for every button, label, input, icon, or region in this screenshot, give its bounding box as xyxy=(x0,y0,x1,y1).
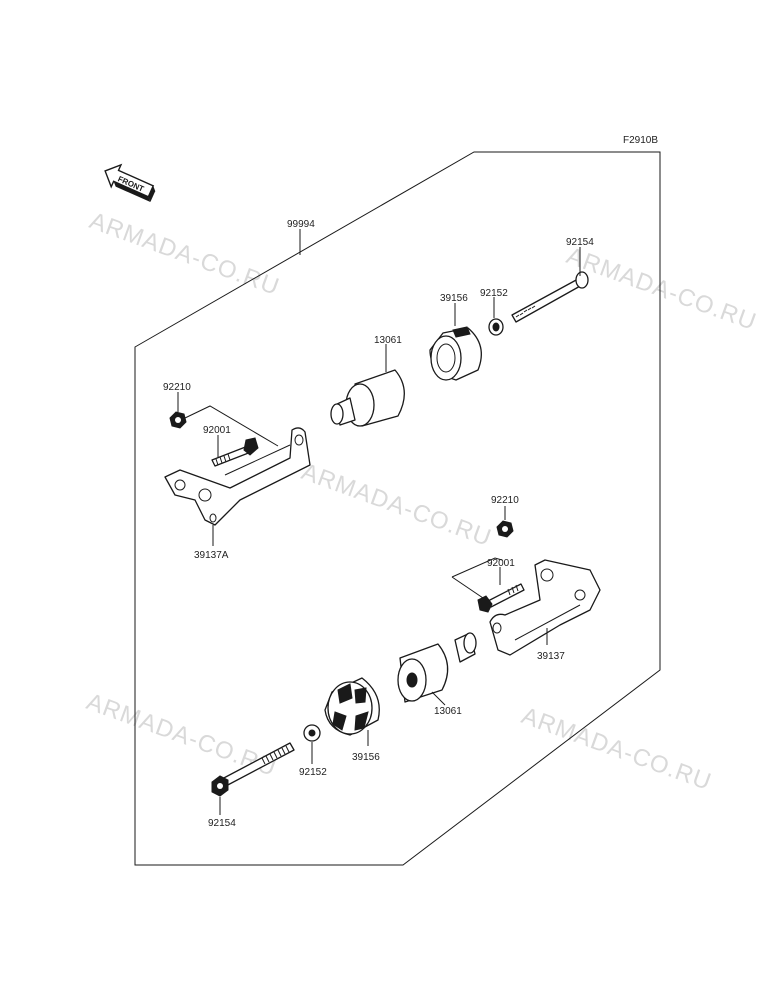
watermark-1: ARMADA-CO.RU xyxy=(86,207,283,301)
label-washer-top: 92152 xyxy=(480,288,508,299)
watermark-2: ARMADA-CO.RU xyxy=(563,242,760,336)
leaders-top xyxy=(177,229,581,546)
slider-cap-bottom xyxy=(324,677,380,736)
watermark-3: ARMADA-CO.RU xyxy=(298,458,495,552)
label-bracket-right: 39137 xyxy=(537,651,565,662)
spacer-bottom xyxy=(397,632,477,703)
label-washer-bottom: 92152 xyxy=(299,767,327,778)
watermarks: ARMADA-CO.RU ARMADA-CO.RU ARMADA-CO.RU A… xyxy=(83,207,760,796)
washer-top xyxy=(488,318,504,336)
label-spacer-top: 13061 xyxy=(374,335,402,346)
diagram-code: F2910B xyxy=(623,135,658,146)
label-bracket-left: 39137A xyxy=(194,550,229,561)
bolt-long-top xyxy=(511,271,589,323)
spacer-top xyxy=(330,369,405,427)
washer-bottom xyxy=(303,724,321,742)
label-spacer-bottom: 13061 xyxy=(434,706,462,717)
nut-top xyxy=(169,411,187,429)
part-labels: 99994 92154 92152 39156 13061 92210 9200… xyxy=(163,219,594,829)
bolt-short-bottom xyxy=(477,583,525,613)
bolt-long-bottom xyxy=(211,742,295,797)
kit-outline xyxy=(134,151,661,866)
label-slider-cap-top: 39156 xyxy=(440,293,468,304)
label-bolt-top: 92154 xyxy=(566,237,594,248)
label-bolt-short-bottom: 92001 xyxy=(487,558,515,569)
label-slider-cap-bottom: 39156 xyxy=(352,752,380,763)
bracket-right xyxy=(489,559,601,656)
leaders-bottom xyxy=(219,506,548,815)
bracket-left xyxy=(164,427,311,526)
label-nut-bottom: 92210 xyxy=(491,495,519,506)
slider-cap-top xyxy=(429,326,482,381)
label-kit: 99994 xyxy=(287,219,315,230)
nut-bottom xyxy=(496,520,514,538)
front-arrow-icon: FRONT xyxy=(104,163,156,203)
label-bolt-bottom: 92154 xyxy=(208,818,236,829)
label-nut-top: 92210 xyxy=(163,382,191,393)
label-bolt-short-top: 92001 xyxy=(203,425,231,436)
watermark-5: ARMADA-CO.RU xyxy=(518,702,715,796)
bolt-short-top xyxy=(211,437,259,467)
